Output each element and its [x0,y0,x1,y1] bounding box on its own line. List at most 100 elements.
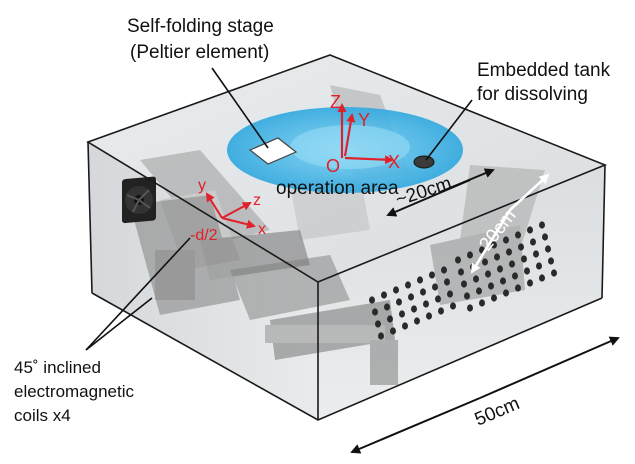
coil-offset-label: -d/2 [190,227,218,244]
vent-hole [545,245,551,253]
vent-hole [527,226,533,234]
embedded-tank [413,155,435,169]
vent-hole [387,315,393,323]
dim-width-arrow [479,336,620,399]
vent-hole [464,292,470,300]
coils-callout-line-2 [85,297,153,351]
vent-hole [512,272,518,280]
vent-hole [426,312,432,320]
vent-hole [548,257,554,265]
vent-hole [444,278,450,286]
vent-hole [482,258,488,266]
vent-hole [399,310,405,318]
coil-axis-y-arrow [205,192,223,219]
coils-label-line1: 45˚ inclined [14,358,101,377]
coil-axes [205,192,256,229]
vent-hole [503,236,509,244]
operation-area-inner [290,125,410,169]
callout-lines [85,67,473,351]
vent-hole [533,250,539,258]
vent-holes [369,221,557,340]
vent-hole [458,268,464,276]
vent-hole [536,262,542,270]
axis-z-label: Z [330,92,341,112]
vent-hole [455,256,461,264]
axis-origin-label: O [326,156,340,176]
vent-hole [467,304,473,312]
vent-hole [414,317,420,325]
vent-hole [375,320,381,328]
vent-hole [378,332,384,340]
box-edges [86,54,608,421]
self-folding-stage [248,137,298,165]
coil-front [230,255,398,385]
vent-hole [435,295,441,303]
vent-hole [411,305,417,313]
vent-hole [423,300,429,308]
cooling-fan [122,176,156,224]
vent-hole [542,233,548,241]
tank-callout-line [425,99,473,161]
vent-hole [509,260,515,268]
vent-hole [393,286,399,294]
coil-axis-z-label: z [253,192,261,209]
vent-hole [539,221,545,229]
coil-left [130,195,310,315]
vent-hole [384,303,390,311]
vent-hole [494,253,500,261]
vent-hole [417,276,423,284]
vent-hole [467,251,473,259]
axis-x-arrow [344,155,394,165]
vent-hole [402,322,408,330]
world-axes [337,103,394,165]
stage-label-line1: Self-folding stage [127,16,274,37]
coils-callout-line-1 [85,237,191,351]
vent-hole [524,267,530,275]
coil-axis-z-arrow [221,202,252,219]
vent-hole [539,274,545,282]
vent-hole [506,248,512,256]
vent-hole [441,266,447,274]
coils-label-line2: electromagnetic [14,382,135,401]
vent-hole [500,277,506,285]
vent-hole [530,238,536,246]
vent-hole [515,231,521,239]
vent-hole [381,291,387,299]
vent-hole [432,283,438,291]
vent-hole [420,288,426,296]
vent-hole [503,289,509,297]
coil-axis-y-label: y [198,177,206,194]
vent-hole [447,290,453,298]
vent-hole [491,294,497,302]
axis-y-arrow [343,113,356,157]
coils-label-line3: coils x4 [14,406,71,425]
vent-hole [450,302,456,310]
vent-hole [518,243,524,251]
dim-area-y-arrow [509,173,550,211]
vent-hole [497,265,503,273]
tank-label-line2: for dissolving [477,84,588,105]
axis-x-label: X [388,152,400,172]
vent-hole [390,327,396,335]
dimension-arrows [350,168,620,454]
vent-hole [521,255,527,263]
vent-hole [408,293,414,301]
vent-hole [488,282,494,290]
coil-axis-x-arrow [221,217,256,229]
vent-hole [438,307,444,315]
vent-hole [429,271,435,279]
vent-hole [372,308,378,316]
vent-hole [485,270,491,278]
vent-hole [476,287,482,295]
vent-hole [479,299,485,307]
vent-hole [396,298,402,306]
vent-hole [369,296,375,304]
vent-hole [515,284,521,292]
vent-hole [473,275,479,283]
operation-area-label: operation area [276,178,399,199]
stage-label-line2: (Peltier element) [130,42,269,63]
axis-y-label: Y [358,110,370,130]
interior-structure [122,85,557,385]
vent-hole [527,279,533,287]
